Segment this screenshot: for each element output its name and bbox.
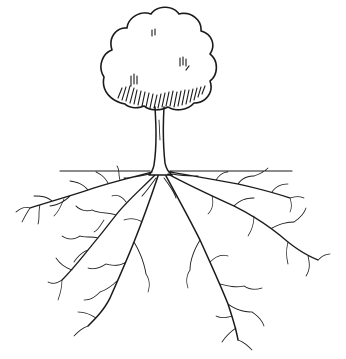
root-left-middle xyxy=(48,175,155,300)
tree-trunk xyxy=(149,107,172,175)
canopy-shading xyxy=(118,29,205,108)
root-center-left xyxy=(74,176,158,336)
tree-canopy xyxy=(101,7,216,110)
root-system xyxy=(16,166,330,350)
root-center-right xyxy=(166,176,264,350)
root-right-lateral xyxy=(170,168,304,212)
root-left-lateral xyxy=(16,166,152,224)
